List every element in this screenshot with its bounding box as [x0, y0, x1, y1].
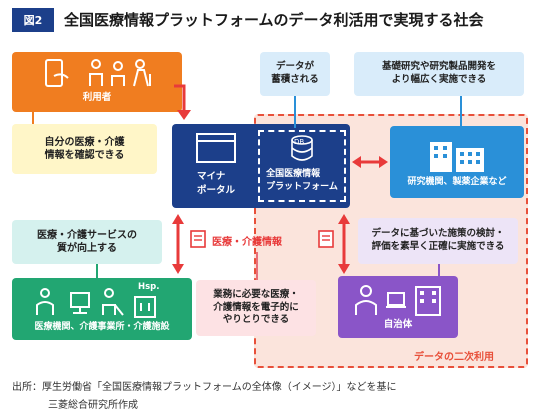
medinfo-label: 医療・介護情報: [212, 237, 282, 248]
user-note: 自分の医療・介護 情報を確認できる: [12, 124, 157, 174]
exchange-connector: [256, 252, 258, 280]
users-icons: [45, 59, 151, 87]
document-icon-left: [190, 230, 206, 248]
source-line1: 出所：厚生労働省「全国医療情報プラットフォームの全体像（イメージ）」などを基に: [12, 382, 397, 393]
hsp-label: Hsp.: [138, 282, 160, 292]
care-facility-icons: [36, 287, 156, 318]
research-label: 研究機関、製薬企業など: [407, 176, 507, 187]
portal-window-icon: [196, 133, 236, 163]
municipality-box: 自治体: [338, 276, 458, 338]
research-connector: [460, 96, 462, 126]
exchange-note: 業務に必要な医療・ 介護情報を電子的に やりとりできる: [196, 280, 316, 336]
document-icon-right: [318, 230, 334, 248]
figure-badge: 図2: [12, 8, 54, 32]
center-box: [172, 124, 350, 208]
figure-title: 全国医療情報プラットフォームのデータ利活用で実現する社会: [64, 11, 484, 29]
arrow-platform-research: [352, 156, 388, 168]
care-box: Hsp. 医療機関、介護事業所・介護施設: [12, 278, 192, 340]
users-label: 利用者: [82, 92, 112, 103]
data-accum-note: データが 蓄積される: [260, 52, 330, 96]
platform: DB 全国医療情報 プラットフォーム: [258, 130, 346, 202]
policy-note: データに基づいた施策の検討・ 評価を素早く正確に実施できる: [358, 218, 518, 264]
research-note: 基礎研究や研究製品開発を より幅広く実施できる: [354, 52, 524, 96]
data-accum-connector: [294, 96, 296, 128]
mynaportal: マイナ ポータル: [178, 130, 254, 202]
mynaportal-label: マイナ ポータル: [196, 171, 235, 196]
db-label: DB: [294, 138, 305, 146]
care-connector: [96, 264, 98, 278]
policy-connector: [438, 264, 440, 276]
arrow-center-care: [172, 214, 184, 274]
users-dot: [32, 112, 34, 130]
municipality-label: 自治体: [383, 318, 413, 330]
municipality-icons: [355, 284, 441, 316]
arrow-users-to-portal: [174, 84, 191, 120]
database-icon: [291, 135, 313, 161]
secondary-use-label: データの二次利用: [414, 352, 494, 363]
buildings-icon: [430, 141, 484, 172]
source-line2: 三菱総合研究所作成: [48, 400, 138, 411]
care-note: 医療・介護サービスの 質が向上する: [12, 220, 162, 264]
platform-label: 全国医療情報 プラットフォーム: [266, 169, 338, 192]
research-box: 研究機関、製薬企業など: [390, 126, 524, 198]
care-label: 医療機関、介護事業所・介護施設: [34, 321, 170, 332]
users-box: 利用者: [12, 52, 182, 112]
arrow-center-municipality: [338, 214, 350, 274]
